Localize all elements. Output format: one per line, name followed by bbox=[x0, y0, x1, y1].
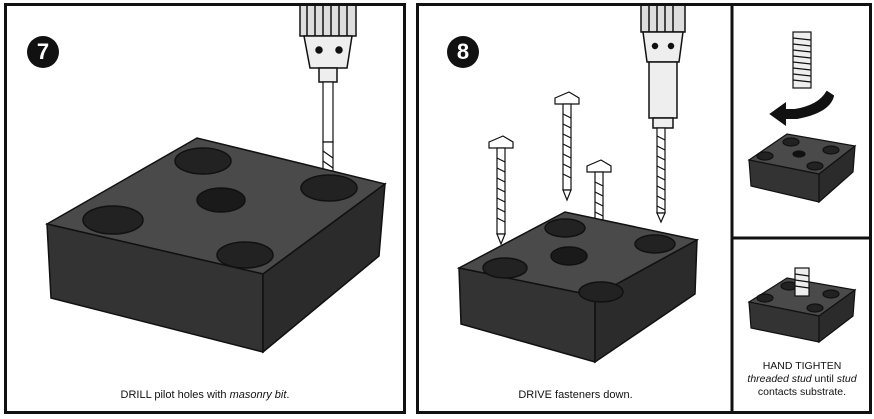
hand-tighten-caption: HAND TIGHTEN threaded stud until stud co… bbox=[732, 360, 869, 399]
caption-emphasis: threaded stud bbox=[747, 373, 812, 385]
step-7-panel: 7 DRILL pilot ho bbox=[4, 3, 406, 414]
step-8-panel: 8 bbox=[416, 3, 872, 414]
step-number-badge: 7 bbox=[27, 36, 59, 68]
drill-chuck bbox=[299, 6, 357, 83]
caption-text: until bbox=[811, 373, 837, 385]
step-number-badge: 8 bbox=[447, 36, 479, 68]
rotate-arrow-icon bbox=[769, 90, 835, 126]
step-7-caption: DRILL pilot holes with masonry bit. bbox=[7, 389, 403, 402]
fastener bbox=[554, 91, 580, 202]
block bbox=[44, 137, 387, 354]
caption-text: pilot holes with bbox=[151, 389, 230, 401]
caption-line: contacts substrate. bbox=[757, 386, 847, 398]
fastener bbox=[488, 135, 514, 246]
drill-illustration bbox=[44, 6, 387, 354]
threaded-stud bbox=[794, 267, 810, 297]
caption-text: fasteners down. bbox=[551, 389, 633, 401]
small-block bbox=[747, 277, 857, 344]
small-block bbox=[747, 133, 857, 204]
caption-emphasis: stud bbox=[836, 373, 857, 385]
fastener bbox=[656, 127, 666, 224]
caption-line: threaded stud until stud bbox=[732, 373, 869, 386]
step-8-caption: DRIVE fasteners down. bbox=[419, 389, 732, 402]
caption-verb: DRIVE bbox=[518, 389, 552, 401]
caption-emphasis: masonry bit bbox=[229, 389, 287, 401]
threaded-stud bbox=[792, 31, 812, 89]
caption-line: HAND TIGHTEN bbox=[762, 360, 842, 372]
caption-verb: DRILL bbox=[120, 389, 152, 401]
caption-end: . bbox=[286, 389, 290, 401]
drive-illustration bbox=[456, 6, 869, 411]
block bbox=[456, 211, 700, 364]
driver-tool bbox=[640, 6, 686, 129]
